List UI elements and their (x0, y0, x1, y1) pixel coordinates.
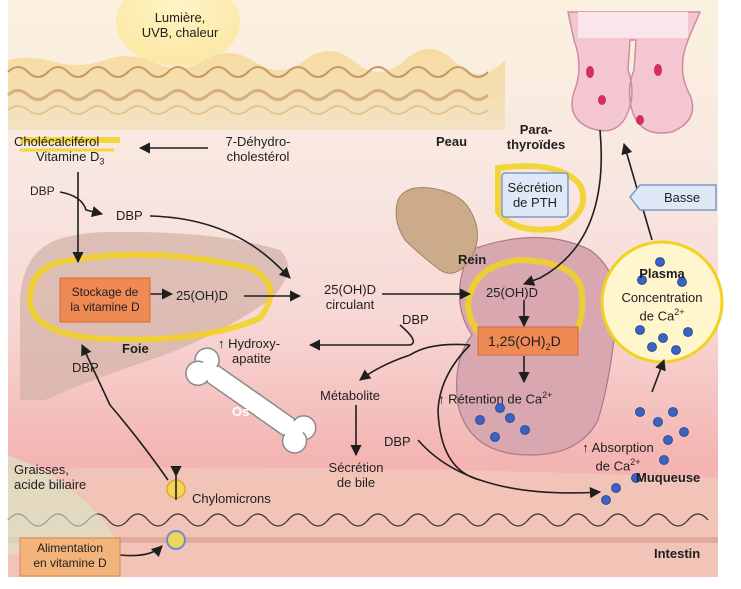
kidney-25ohd-label: 25(OH)D (486, 285, 539, 300)
metabolite-label: Métabolite (320, 388, 380, 403)
bone-label: Os (232, 404, 250, 419)
dbp-label: DBP (72, 360, 99, 375)
dbp-label: DBP (384, 434, 411, 449)
skin-layer (6, 48, 505, 130)
food-box (19, 537, 121, 577)
bone (185, 347, 317, 454)
low-label: Basse (664, 190, 701, 205)
storage-box (59, 277, 151, 323)
absorption-label: ↑ Absorption de Ca2+ (582, 440, 654, 474)
concentration-label: Concentration de Ca2+ (621, 290, 703, 324)
parathyroids-label: Para-thyroïdes (506, 122, 566, 152)
pth-box (501, 172, 569, 218)
calcitriol-label: 1,25(OH)2D (488, 333, 561, 352)
kidney-label: Rein (458, 252, 487, 267)
dbp-label: DBP (402, 312, 429, 327)
plasma-label: Plasma (639, 266, 685, 281)
fats-label: Graisses,acide biliaire (14, 462, 87, 492)
cholecalciferol-label: Cholécalciférol Vitamine D3 (14, 134, 105, 167)
pathway-arrows (59, 129, 666, 558)
low-box (629, 184, 717, 211)
intestine-label: Intestin (654, 546, 701, 561)
fat-drop (8, 455, 120, 555)
calcitriol-box (477, 326, 579, 356)
retention-label: ↑ Rétention de Ca2+ (438, 390, 553, 407)
liver (20, 231, 288, 400)
chylomicrons-label: Chylomicrons (192, 491, 271, 506)
mucosa-label: Muqueuse (636, 470, 701, 485)
dbp-label: DBP (116, 208, 143, 223)
dbp-label: DBP (30, 184, 55, 198)
light-source (116, 0, 240, 66)
liver-25ohd-label: 25(OH)D (176, 288, 229, 303)
liver-label: Foie (122, 341, 149, 356)
parathyroid-glands (567, 11, 702, 134)
calcium-dots (475, 257, 693, 505)
intestine (7, 467, 718, 577)
light-label: Lumière,UVB, chaleur (141, 10, 219, 40)
chylomicron (166, 530, 186, 550)
hydroxyapatite-label: ↑ Hydroxy-apatite (218, 336, 281, 366)
skin-label: Peau (436, 134, 468, 149)
dehydrocholesterol-label: 7-Déhydro-cholestérol (225, 134, 291, 164)
